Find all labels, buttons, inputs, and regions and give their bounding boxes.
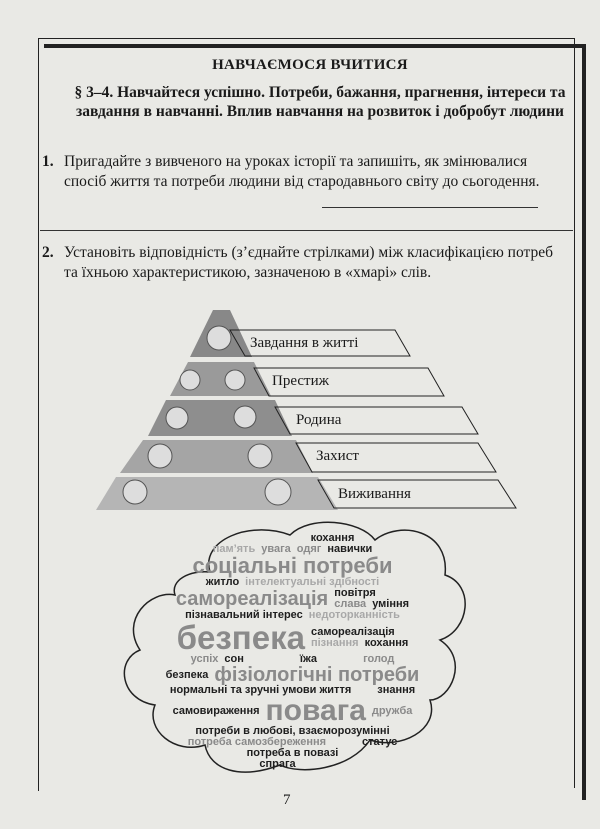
cloud-row: потреба в повазі	[125, 748, 460, 759]
cloud-word: пам’ять	[212, 543, 256, 555]
cloud-word: потреби в любові, взаєморозумінні	[195, 725, 390, 737]
cloud-word: нормальні та зручні умови життя	[169, 684, 352, 696]
cloud-word: інтелектуальні здібності	[245, 576, 380, 588]
task-2: 2. Установіть відповідність (з’єднайте с…	[42, 243, 559, 283]
graduation-cap-icon	[224, 369, 246, 391]
cloud-word: голод	[363, 653, 395, 665]
hearts-icon	[165, 406, 189, 430]
head-icon	[206, 325, 232, 351]
cloud-word: житло	[205, 576, 240, 588]
cloud-word: пізнання	[310, 636, 359, 649]
pyramid-label: Завдання в житті	[250, 335, 359, 351]
cloud-word: пізнавальний інтерес	[185, 609, 303, 621]
bed-icon	[122, 479, 148, 505]
cloud-word: безпека	[165, 668, 209, 681]
pyramid-label: Родина	[296, 412, 342, 428]
cloud-word: повага	[265, 694, 366, 727]
cloud-word: повітря	[334, 587, 376, 599]
cloud-row: спрага	[125, 759, 460, 770]
task-1: 1. Пригадайте з вивченого на уроках істо…	[42, 152, 559, 192]
cloud-word: уміння	[372, 598, 410, 610]
pyramid-label: Виживання	[338, 486, 411, 502]
cloud-word: самореалізація	[310, 625, 395, 638]
task-number: 1.	[42, 153, 54, 170]
pyramid-label: Захист	[316, 448, 359, 464]
pyramid-label: Престиж	[272, 373, 329, 389]
page-header: НАВЧАЄМОСЯ ВЧИТИСЯ	[212, 57, 408, 73]
cloud-word: спрага	[259, 758, 296, 770]
cloud-word: самореалізація	[175, 588, 329, 610]
cloud-column: самореалізація пізнання кохання	[310, 625, 409, 649]
cloud-word: кохання	[364, 636, 409, 649]
trophy-icon	[179, 369, 201, 391]
cloud-word: увага	[261, 543, 291, 555]
cloud-row: самореалізація повітря слава уміння	[125, 588, 460, 610]
cloud-word: статус	[362, 736, 398, 748]
cloud-row: потреба самозбереження статус	[125, 737, 460, 748]
cloud-row: пізнавальний інтерес недоторканність	[125, 610, 460, 621]
cloud-word: потреба самозбереження	[187, 736, 327, 748]
cloud-line: пізнання кохання	[310, 636, 409, 649]
word-cloud-outline	[123, 521, 466, 773]
page-frame	[38, 38, 575, 791]
cloud-row: безпека самореалізація пізнання кохання	[125, 621, 460, 654]
cloud-word: потреба в повазі	[246, 747, 339, 759]
cloud-word: успіх	[190, 653, 219, 665]
task-text: Пригадайте з вивченого на уроках історії…	[64, 153, 540, 190]
house-icon	[147, 443, 173, 469]
cloud-word: фізіологічні потреби	[214, 664, 420, 686]
cloud-word: дружба	[371, 704, 413, 717]
cloud-row: безпека фізіологічні потреби	[125, 665, 460, 685]
family-icon	[233, 405, 257, 429]
cloud-row: кохання	[125, 533, 460, 544]
task-number: 2.	[42, 244, 54, 261]
cloud-word: одяг	[296, 543, 322, 555]
cloud-row: пам’ять увага одяг навички	[125, 544, 460, 555]
needs-pyramid	[96, 310, 517, 510]
cloud-line: слава уміння	[334, 599, 409, 610]
page-number: 7	[283, 792, 291, 808]
answer-line[interactable]	[40, 230, 573, 231]
umbrella-icon	[247, 443, 273, 469]
page-frame-right	[38, 38, 575, 788]
cloud-word: сон	[224, 653, 244, 665]
cloud-row: успіх сон їжа голод	[125, 654, 460, 665]
cloud-row: нормальні та зручні умови життя знання	[125, 685, 460, 696]
cloud-word: кохання	[310, 532, 355, 544]
food-icon	[264, 478, 292, 506]
cloud-row: житло інтелектуальні здібності	[125, 577, 460, 588]
cloud-column: повітря слава уміння	[334, 588, 409, 610]
task-text: Установіть відповідність (з’єднайте стрі…	[64, 244, 553, 281]
cloud-row: соціальні потреби	[125, 555, 460, 577]
cloud-row: потреби в любові, взаєморозумінні	[125, 726, 460, 737]
answer-line[interactable]	[322, 207, 538, 208]
section-title: § 3–4. Навчайтеся успішно. Потреби, бажа…	[74, 84, 566, 120]
cloud-word: недоторканність	[308, 609, 400, 621]
cloud-word: соціальні потреби	[192, 553, 393, 578]
cloud-word: слава	[334, 598, 367, 610]
page-frame-shadow	[44, 44, 586, 800]
cloud-word: навички	[327, 543, 373, 555]
cloud-word: самовираження	[172, 704, 260, 717]
cloud-word: їжа	[299, 653, 318, 665]
cloud-word: безпека	[176, 619, 305, 656]
cloud-word: знання	[377, 684, 416, 696]
cloud-row: самовираження повага дружба	[125, 696, 460, 726]
